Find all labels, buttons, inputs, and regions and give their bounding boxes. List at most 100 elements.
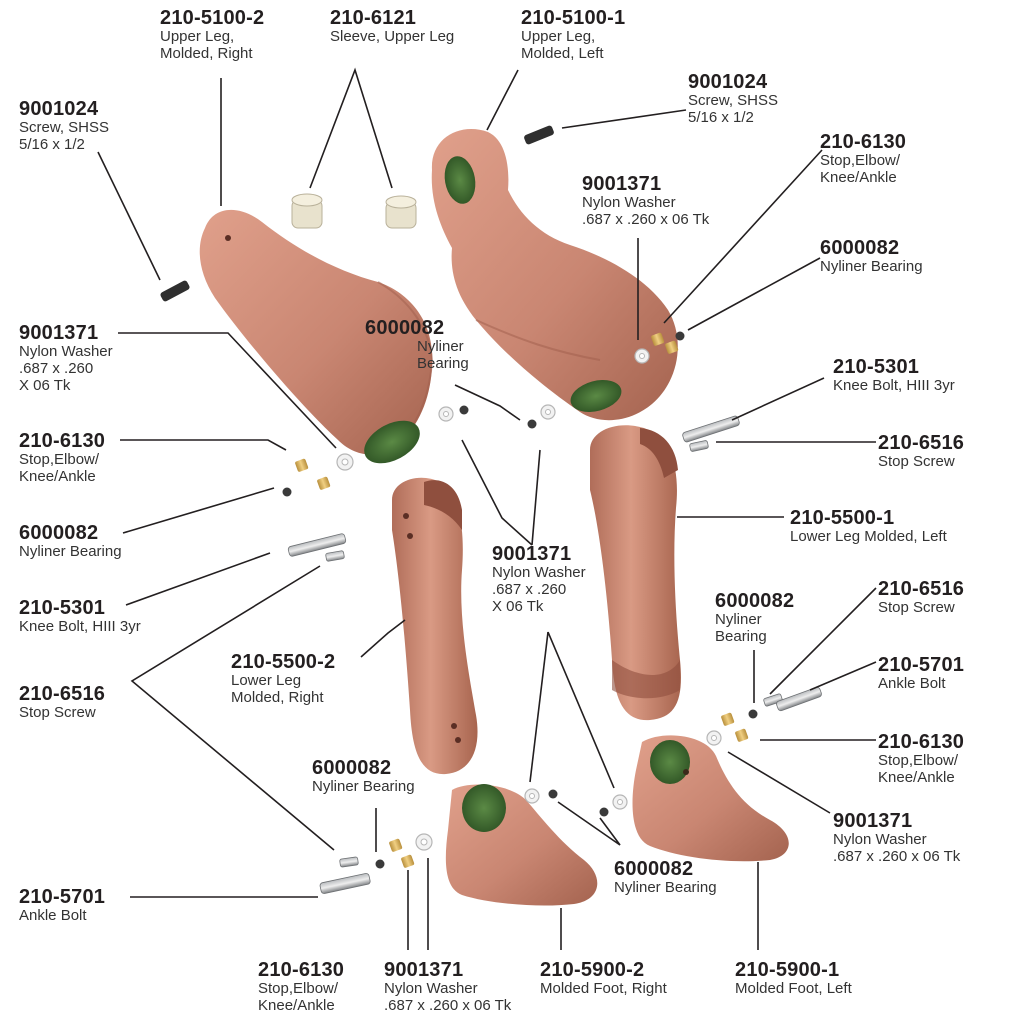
foot-left <box>633 735 789 861</box>
part-description: Stop,Elbow/ Knee/Ankle <box>258 981 344 1015</box>
part-description: Upper Leg, Molded, Left <box>521 29 625 63</box>
callout-knee-bolt-left: 210-5301 Knee Bolt, HIII 3yr <box>19 597 141 636</box>
part-description: Stop Screw <box>19 705 105 722</box>
callout-nylon-washer-center: 9001371 Nylon Washer .687 x .260 X 06 Tk <box>492 543 586 616</box>
part-description: Screw, SHSS 5/16 x 1/2 <box>19 120 109 154</box>
callout-molded-foot-left: 210-5900-1 Molded Foot, Left <box>735 959 852 998</box>
part-description: Stop,Elbow/ Knee/Ankle <box>19 452 105 486</box>
callout-knee-bolt-right: 210-5301 Knee Bolt, HIII 3yr <box>833 356 955 395</box>
part-number: 9001371 <box>19 322 113 344</box>
part-number: 6000082 <box>614 858 717 880</box>
screw-shss-left <box>159 280 190 303</box>
foot-right <box>446 784 597 906</box>
callout-stop-screw-right-mid: 210-6516 Stop Screw <box>878 578 964 617</box>
callout-stop-left: 210-6130 Stop,Elbow/ Knee/Ankle <box>19 430 105 486</box>
part-description: Nyliner Bearing <box>820 259 923 276</box>
part-number: 210-6130 <box>820 131 906 153</box>
part-description: Knee Bolt, HIII 3yr <box>833 378 955 395</box>
sleeve-upper-leg-pair <box>292 194 416 228</box>
part-number: 6000082 <box>19 522 122 544</box>
callout-sleeve-upper-leg: 210-6121 Sleeve, Upper Leg <box>330 7 454 46</box>
knee-bolt-right <box>682 415 740 442</box>
part-number: 210-5301 <box>19 597 141 619</box>
callout-nyliner-bearing-bottom-left: 6000082 Nyliner Bearing <box>312 757 415 796</box>
part-description: Nyliner Bearing <box>715 612 794 646</box>
callout-molded-foot-right: 210-5900-2 Molded Foot, Right <box>540 959 667 998</box>
part-number: 210-6516 <box>878 432 964 454</box>
part-description: Ankle Bolt <box>878 676 964 693</box>
part-number: 210-5100-1 <box>521 7 625 29</box>
part-description: Nylon Washer .687 x .260 X 06 Tk <box>492 565 586 615</box>
part-number: 210-6130 <box>19 430 105 452</box>
part-description: Nyliner Bearing <box>614 880 717 897</box>
callout-screw-shss-right: 9001024 Screw, SHSS 5/16 x 1/2 <box>688 71 778 127</box>
callout-nyliner-bearing-bottom-center: 6000082 Nyliner Bearing <box>614 858 717 897</box>
part-description: Nyliner Bearing <box>312 779 415 796</box>
callout-nylon-washer-left: 9001371 Nylon Washer .687 x .260 X 06 Tk <box>19 322 113 395</box>
callout-lower-leg-left: 210-5500-1 Lower Leg Molded, Left <box>790 507 947 546</box>
part-number: 210-6130 <box>258 959 344 981</box>
part-number: 210-6516 <box>878 578 964 600</box>
part-description: Molded Foot, Right <box>540 981 667 998</box>
part-description: Nyliner Bearing <box>365 339 469 373</box>
part-description: Stop Screw <box>878 600 964 617</box>
part-description: Ankle Bolt <box>19 908 105 925</box>
part-number: 210-5701 <box>19 886 105 908</box>
part-number: 9001371 <box>492 543 586 565</box>
part-description: Stop,Elbow/ Knee/Ankle <box>820 153 906 187</box>
part-number: 6000082 <box>820 237 923 259</box>
part-number: 210-5500-2 <box>231 651 335 673</box>
part-number: 6000082 <box>365 317 469 339</box>
screw-shss-right <box>523 125 555 146</box>
part-number: 210-5100-2 <box>160 7 264 29</box>
part-number: 9001371 <box>833 810 960 832</box>
callout-upper-leg-left: 210-5100-1 Upper Leg, Molded, Left <box>521 7 625 63</box>
part-description: Stop,Elbow/ Knee/Ankle <box>878 753 964 787</box>
lower-leg-right <box>392 478 478 774</box>
callout-screw-shss-left: 9001024 Screw, SHSS 5/16 x 1/2 <box>19 98 109 154</box>
lower-leg-left <box>590 425 681 720</box>
part-number: 210-5900-2 <box>540 959 667 981</box>
callout-nyliner-bearing-left: 6000082 Nyliner Bearing <box>19 522 122 561</box>
callout-upper-leg-right: 210-5100-2 Upper Leg, Molded, Right <box>160 7 264 63</box>
callout-nyliner-bearing-right-mid: 6000082 Nyliner Bearing <box>715 590 794 646</box>
part-description: Nylon Washer .687 x .260 x 06 Tk <box>384 981 511 1015</box>
callout-nylon-washer-bottom: 9001371 Nylon Washer .687 x .260 x 06 Tk <box>384 959 511 1015</box>
part-description: Lower Leg Molded, Left <box>790 529 947 546</box>
part-number: 210-6516 <box>19 683 105 705</box>
callout-nyliner-bearing-mid: 6000082 Nyliner Bearing <box>365 317 469 373</box>
part-number: 210-6130 <box>878 731 964 753</box>
part-description: Lower Leg Molded, Right <box>231 673 335 707</box>
part-number: 6000082 <box>715 590 794 612</box>
callout-nylon-washer-right-bottom: 9001371 Nylon Washer .687 x .260 x 06 Tk <box>833 810 960 866</box>
part-description: Nylon Washer .687 x .260 x 06 Tk <box>833 832 960 866</box>
part-number: 210-5301 <box>833 356 955 378</box>
part-number: 6000082 <box>312 757 415 779</box>
callout-ankle-bolt-right: 210-5701 Ankle Bolt <box>878 654 964 693</box>
part-description: Sleeve, Upper Leg <box>330 29 454 46</box>
callout-nyliner-bearing-top-right: 6000082 Nyliner Bearing <box>820 237 923 276</box>
part-description: Molded Foot, Left <box>735 981 852 998</box>
part-number: 210-5701 <box>878 654 964 676</box>
callout-lower-leg-right: 210-5500-2 Lower Leg Molded, Right <box>231 651 335 707</box>
part-description: Stop Screw <box>878 454 964 471</box>
part-description: Nylon Washer .687 x .260 x 06 Tk <box>582 195 709 229</box>
callout-ankle-bolt-left: 210-5701 Ankle Bolt <box>19 886 105 925</box>
callout-stop-top-right: 210-6130 Stop,Elbow/ Knee/Ankle <box>820 131 906 187</box>
part-number: 210-5900-1 <box>735 959 852 981</box>
part-number: 210-5500-1 <box>790 507 947 529</box>
part-description: Upper Leg, Molded, Right <box>160 29 264 63</box>
part-number: 9001371 <box>384 959 511 981</box>
callout-stop-screw-right-top: 210-6516 Stop Screw <box>878 432 964 471</box>
part-description: Screw, SHSS 5/16 x 1/2 <box>688 93 778 127</box>
part-number: 9001371 <box>582 173 709 195</box>
part-description: Nylon Washer .687 x .260 X 06 Tk <box>19 344 113 394</box>
part-description: Nyliner Bearing <box>19 544 122 561</box>
callout-stop-bottom: 210-6130 Stop,Elbow/ Knee/Ankle <box>258 959 344 1015</box>
callout-nylon-washer-top: 9001371 Nylon Washer .687 x .260 x 06 Tk <box>582 173 709 229</box>
part-number: 9001024 <box>19 98 109 120</box>
part-description: Knee Bolt, HIII 3yr <box>19 619 141 636</box>
callout-stop-screw-left: 210-6516 Stop Screw <box>19 683 105 722</box>
part-number: 9001024 <box>688 71 778 93</box>
